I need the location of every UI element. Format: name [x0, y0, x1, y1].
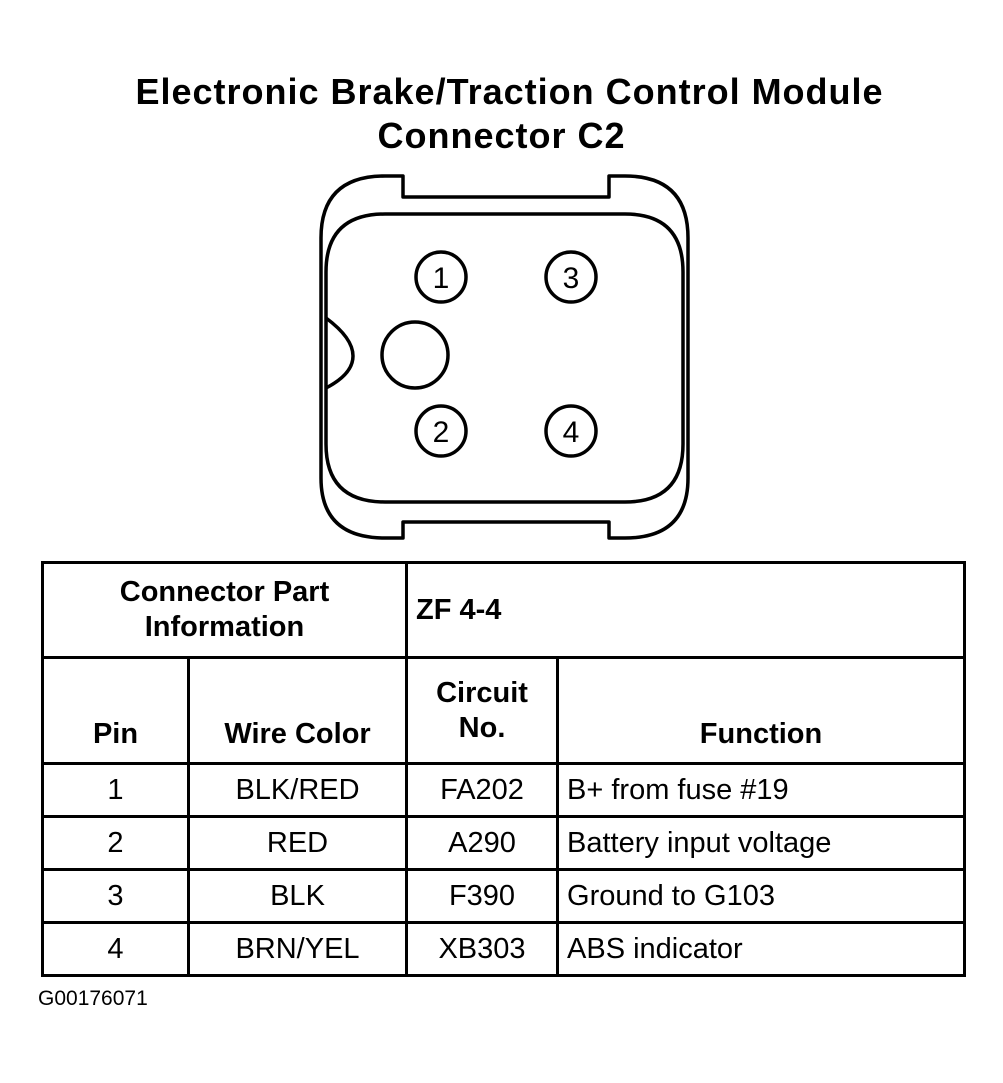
cell-function: ABS indicator	[556, 921, 967, 977]
cell-pin: 2	[41, 815, 190, 871]
diagram-title-line1: Electronic Brake/Traction Control Module	[135, 71, 884, 112]
cell-pin: 1	[41, 762, 190, 818]
pin-cavity-1	[414, 250, 468, 304]
part-info-label: Connector Part Information	[40, 561, 409, 659]
pin-cavity-4	[544, 404, 598, 458]
center-cavity	[380, 320, 450, 390]
table-row: 4 BRN/YEL XB303 ABS indicator	[41, 921, 967, 977]
pin-label-2: 2	[433, 416, 450, 449]
cell-wire-color: RED	[186, 815, 409, 871]
diagram-title-line2: Connector C2	[377, 115, 626, 156]
pin-label-4: 4	[563, 416, 580, 449]
table-row: 3 BLK F390 Ground to G103	[41, 868, 967, 924]
table-row: 1 BLK/RED FA202 B+ from fuse #19	[41, 762, 967, 818]
cell-pin: 3	[41, 868, 190, 924]
cell-function: B+ from fuse #19	[556, 762, 967, 818]
cell-circuit: FA202	[405, 762, 560, 818]
header-circuit-text: Circuit No.	[436, 676, 528, 744]
connector-face-diagram: 1 3 2 4	[319, 174, 690, 540]
cell-pin: 4	[41, 921, 190, 977]
cell-function: Battery input voltage	[556, 815, 967, 871]
pin-cavity-3	[544, 250, 598, 304]
table-row: 2 RED A290 Battery input voltage	[41, 815, 967, 871]
connector-housing-outline	[319, 174, 690, 540]
connector-side-key	[324, 316, 355, 390]
header-pin: Pin	[41, 656, 190, 765]
pin-label-1: 1	[433, 262, 450, 295]
cell-wire-color: BLK	[186, 868, 409, 924]
table-header-row: Pin Wire Color Circuit No. Function	[41, 656, 967, 765]
header-wire-color: Wire Color	[186, 656, 409, 765]
cell-wire-color: BLK/RED	[186, 762, 409, 818]
part-info-value: ZF 4-4	[405, 561, 967, 659]
pin-cavity-2	[414, 404, 468, 458]
part-info-row: Connector Part Information ZF 4-4	[40, 561, 967, 659]
header-circuit: Circuit No.	[405, 656, 560, 765]
pin-assignment-table: Connector Part Information ZF 4-4 Pin Wi…	[40, 561, 967, 977]
header-function: Function	[556, 656, 967, 765]
figure-code: G00176071	[38, 987, 148, 1010]
cell-function: Ground to G103	[556, 868, 967, 924]
pin-label-3: 3	[563, 262, 580, 295]
cell-circuit: XB303	[405, 921, 560, 977]
cell-wire-color: BRN/YEL	[186, 921, 409, 977]
cell-circuit: A290	[405, 815, 560, 871]
connector-inner-face	[324, 212, 685, 504]
cell-circuit: F390	[405, 868, 560, 924]
